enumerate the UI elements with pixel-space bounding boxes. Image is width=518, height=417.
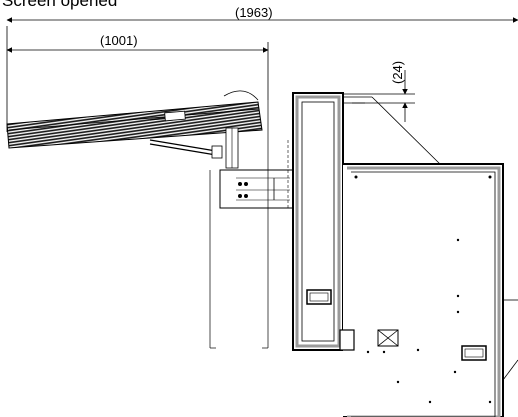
- support-arm: [149, 127, 239, 169]
- dimension-height-offset: (24): [342, 61, 415, 122]
- box-cross-icon: [377, 329, 399, 347]
- screen-panel: [6, 90, 263, 149]
- cabinet-handle: [461, 345, 487, 361]
- dimension-screen-reach-label: (1001): [100, 33, 138, 48]
- guide-lines: [209, 100, 269, 349]
- dimension-overall-width: (1963): [6, 5, 518, 132]
- mount-bracket: [219, 169, 297, 209]
- diagram-title: Screen opened: [2, 0, 118, 10]
- dimension-screen-reach: (1001): [6, 33, 269, 100]
- column-housing: [287, 92, 344, 351]
- rivet-dots: [354, 175, 492, 404]
- main-cabinet: [339, 163, 518, 417]
- dimension-overall-width-label: (1963): [235, 5, 273, 20]
- dimension-height-offset-label: (24): [390, 61, 405, 84]
- lid-cover: [343, 96, 443, 167]
